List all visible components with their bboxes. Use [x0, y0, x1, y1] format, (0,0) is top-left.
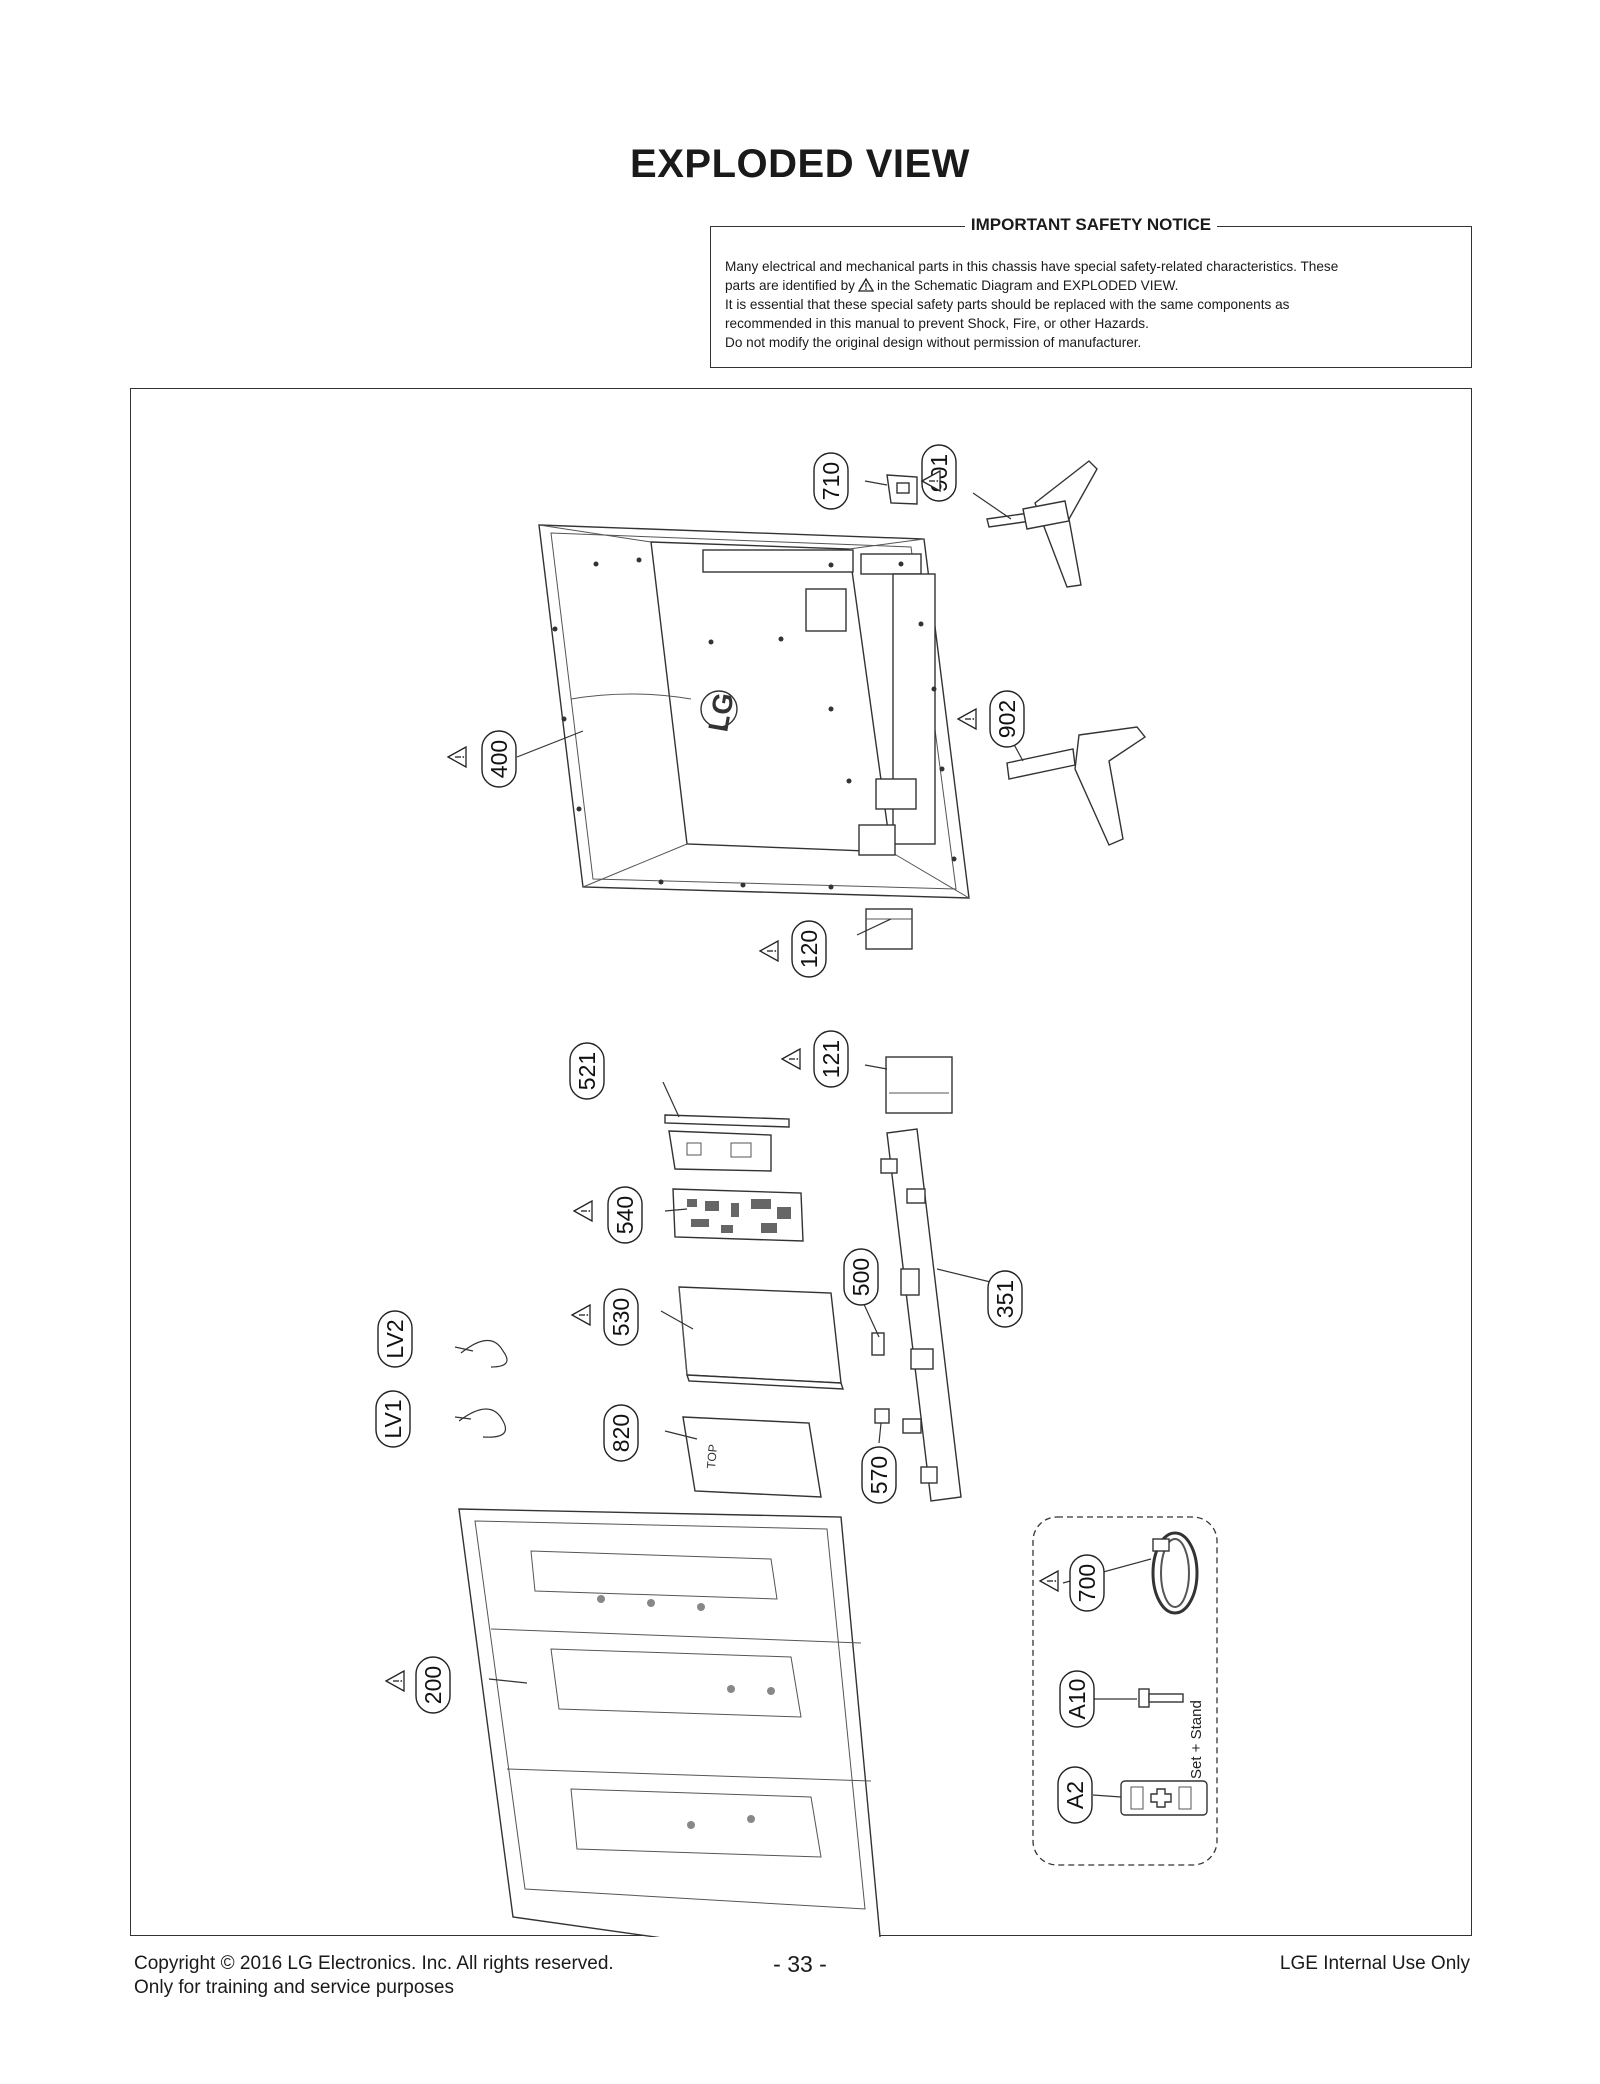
- callout-a2: A2: [1057, 1766, 1093, 1824]
- callout-500: 500: [843, 1248, 879, 1306]
- callout-120: 120: [791, 920, 827, 978]
- power-board-part-530: [678, 1286, 844, 1390]
- main-board-part-540: [672, 1188, 804, 1242]
- svg-text:TOP: TOP: [704, 1444, 720, 1470]
- stand-part-901: [986, 460, 1098, 588]
- notice-line-2a: parts are identified by: [725, 278, 855, 293]
- warning-triangle-icon: [781, 1048, 801, 1070]
- svg-text:LV1: LV1: [380, 1399, 406, 1438]
- svg-text:820: 820: [608, 1414, 634, 1452]
- power-cord-part-700: [1151, 1531, 1199, 1615]
- label-part-a2: [1120, 1780, 1208, 1816]
- callout-570: 570: [861, 1446, 897, 1504]
- cable-part-lv2: [460, 1339, 508, 1368]
- callout-710: 710: [813, 452, 849, 510]
- warning-triangle-icon: [957, 708, 977, 730]
- page-title: EXPLODED VIEW: [630, 142, 970, 186]
- part-710: [886, 474, 918, 505]
- notice-line-2b: in the Schematic Diagram and EXPLODED VI…: [876, 278, 1179, 293]
- svg-text:700: 700: [1074, 1564, 1100, 1602]
- notice-line-1: Many electrical and mechanical parts in …: [725, 259, 1339, 274]
- page-number: - 33 -: [773, 1951, 827, 1977]
- callout-lv1: LV1: [375, 1390, 411, 1448]
- callout-121: 121: [813, 1030, 849, 1088]
- callout-820: 820: [603, 1404, 639, 1462]
- callout-200: 200: [415, 1656, 451, 1714]
- part-121: [885, 1056, 953, 1114]
- part-521: [664, 1114, 790, 1128]
- svg-text:902: 902: [994, 700, 1020, 738]
- callout-700: 700: [1069, 1554, 1105, 1612]
- svg-text:521: 521: [574, 1052, 600, 1090]
- callout-400: 400: [481, 730, 517, 788]
- copyright-text: Copyright © 2016 LG Electronics. Inc. Al…: [134, 1953, 614, 1974]
- frame-part-351: [880, 1128, 962, 1502]
- safety-notice-body: Many electrical and mechanical parts in …: [725, 257, 1457, 352]
- callout-351: 351: [987, 1270, 1023, 1328]
- svg-text:LV2: LV2: [382, 1319, 408, 1358]
- exploded-view-svg: .part { fill: #fff; stroke: #333; stroke…: [375, 444, 1218, 1937]
- callout-902: 902: [989, 690, 1025, 748]
- set-stand-note: Set + Stand: [1188, 1700, 1205, 1779]
- back-cover-part-400: LG: [538, 524, 970, 899]
- footer-copyright: Copyright © 2016 LG Electronics. Inc. Al…: [134, 1952, 614, 2000]
- part-500: [871, 1332, 885, 1356]
- svg-text:500: 500: [848, 1258, 874, 1296]
- callout-530: 530: [603, 1288, 639, 1346]
- part-570: [874, 1408, 890, 1424]
- accessory-group: Set + Stand: [1032, 1516, 1218, 1866]
- svg-text:A2: A2: [1062, 1781, 1088, 1809]
- warning-triangle-icon: [857, 278, 874, 292]
- svg-text:710: 710: [818, 462, 844, 500]
- safety-notice-title: IMPORTANT SAFETY NOTICE: [964, 215, 1218, 234]
- bracket-plate: [668, 1130, 772, 1172]
- notice-line-5: Do not modify the original design withou…: [725, 335, 1142, 350]
- lg-logo-text: LG: [702, 690, 739, 734]
- part-120: [865, 908, 913, 950]
- warning-triangle-icon: [1039, 1570, 1059, 1592]
- cable-part-lv1: [458, 1408, 507, 1438]
- svg-text:530: 530: [608, 1298, 634, 1336]
- callout-521: 521: [569, 1042, 605, 1100]
- callout-540: 540: [607, 1186, 643, 1244]
- svg-text:540: 540: [612, 1196, 638, 1234]
- notice-line-3: It is essential that these special safet…: [725, 297, 1290, 312]
- svg-text:120: 120: [796, 930, 822, 968]
- warning-triangle-icon: [447, 746, 467, 768]
- callout-a10: A10: [1059, 1670, 1095, 1728]
- insulation-sheet-part-820: TOP: [682, 1416, 822, 1498]
- svg-text:351: 351: [992, 1280, 1018, 1318]
- screw-part-a10: [1138, 1688, 1184, 1708]
- safety-notice-box: IMPORTANT SAFETY NOTICE Many electrical …: [710, 215, 1472, 368]
- callout-lv2: LV2: [377, 1310, 413, 1368]
- notice-line-4: recommended in this manual to prevent Sh…: [725, 316, 1149, 331]
- internal-use-note: LGE Internal Use Only: [1279, 1953, 1470, 1974]
- panel-module-part-200: [458, 1508, 881, 1937]
- warning-triangle-icon: [573, 1200, 593, 1222]
- callouts: 710 901 400 902 120 521 121 540: [375, 444, 1105, 1824]
- exploded-view-diagram: .part { fill: #fff; stroke: #333; stroke…: [130, 388, 1472, 1937]
- training-note: Only for training and service purposes: [134, 1977, 454, 1998]
- svg-text:400: 400: [486, 740, 512, 778]
- svg-text:A10: A10: [1064, 1679, 1090, 1720]
- svg-text:121: 121: [818, 1040, 844, 1078]
- warning-triangle-icon: [385, 1670, 405, 1692]
- svg-text:570: 570: [866, 1456, 892, 1494]
- svg-text:200: 200: [420, 1666, 446, 1704]
- warning-triangle-icon: [759, 940, 779, 962]
- stand-part-902: [1006, 726, 1147, 846]
- warning-triangle-icon: [571, 1304, 591, 1326]
